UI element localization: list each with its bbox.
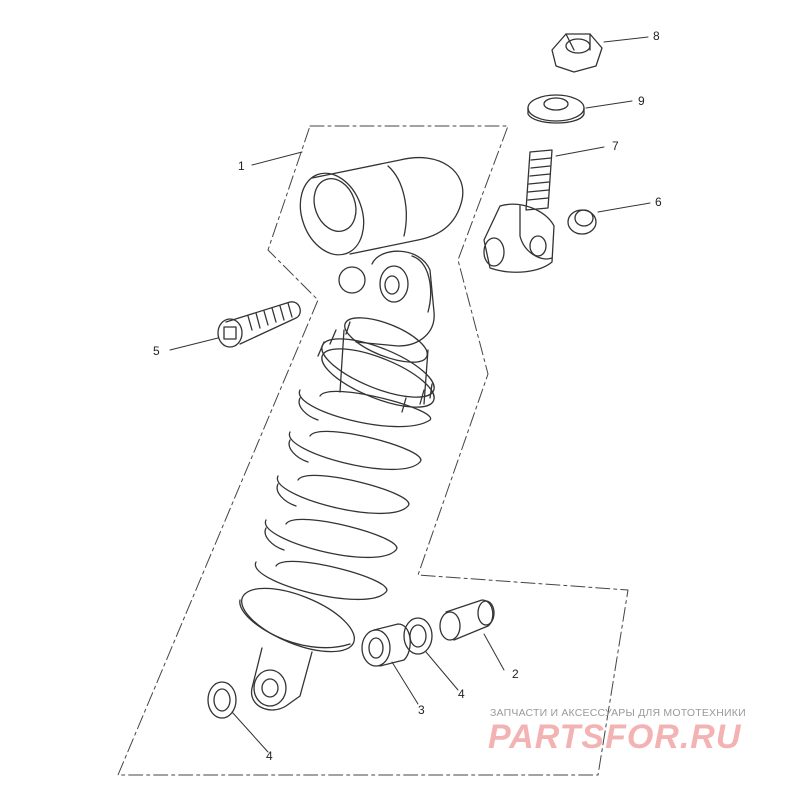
bolt-5 [217,301,301,348]
callout-4-right: 4 [458,687,465,701]
washer-4-left [207,681,237,719]
callout-1: 1 [238,159,245,173]
washer-9 [527,94,585,124]
callout-2: 2 [512,667,519,681]
washer-4-right [403,617,433,655]
reservoir-body [299,156,464,256]
callout-6: 6 [655,195,662,209]
bottom-eye [251,647,313,711]
preload-ring [317,321,435,413]
watermark-tagline: ЗАПЧАСТИ И АКСЕССУАРЫ ДЛЯ МОТОТЕХНИКИ [490,707,746,719]
shock-absorber [239,156,464,711]
bushing-2 [439,599,495,641]
bracket-7 [483,149,555,273]
callout-5: 5 [153,344,160,358]
callout-9: 9 [638,94,645,108]
lower-spring-seat [239,587,356,653]
flange-nut-6 [567,209,597,235]
callout-4-left: 4 [266,749,273,763]
coil-spring [255,389,431,601]
assembly-boundary [117,125,629,776]
spacer-3 [361,623,411,667]
top-eye-mount [338,250,435,347]
leader-lines [169,36,651,753]
damper-cylinder [339,317,429,405]
callout-7: 7 [612,139,619,153]
watermark-logo: PARTSFOR.RU [488,718,742,756]
nut-8 [551,33,603,73]
callout-8: 8 [653,29,660,43]
callout-3: 3 [418,703,425,717]
